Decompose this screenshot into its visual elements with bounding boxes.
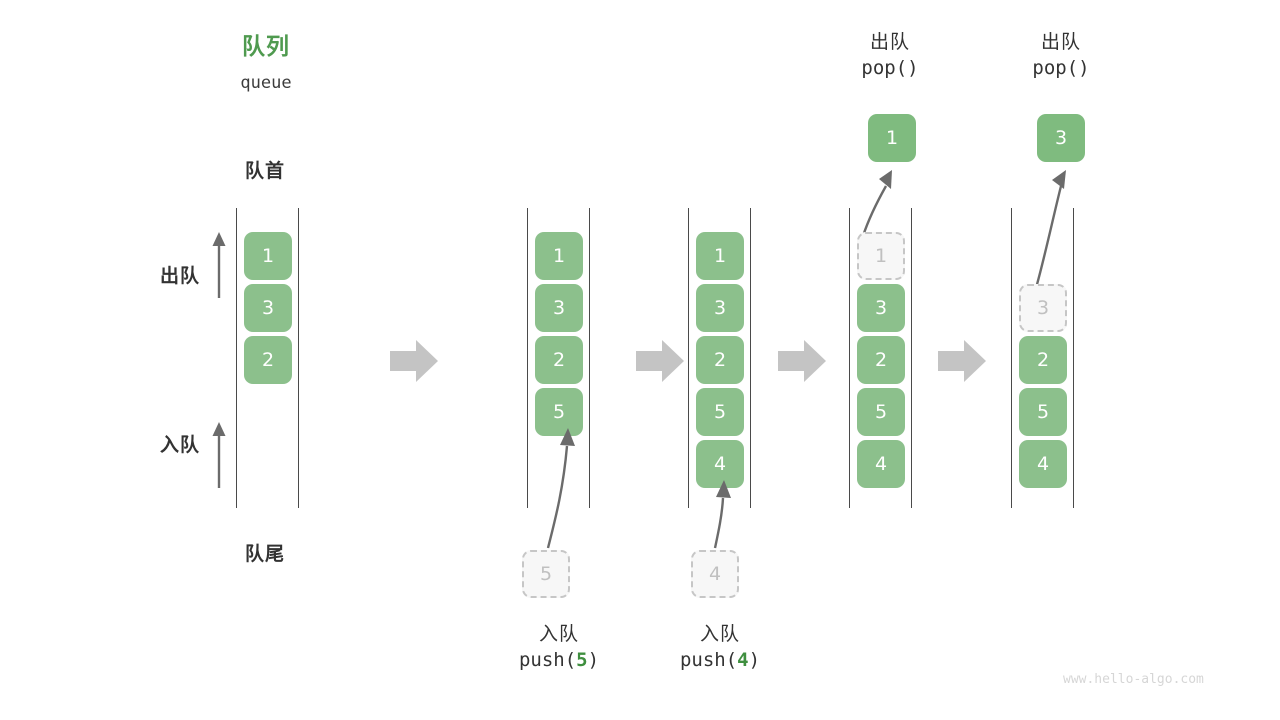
queue-rail-right — [750, 208, 752, 508]
operation-caption-code: pop() — [981, 56, 1141, 82]
operation-caption-cn: 入队 — [699, 623, 740, 645]
transition-arrow-icon — [778, 340, 826, 382]
queue-column-push-4: 1 3 2 5 4 — [688, 208, 752, 508]
push-curve-arrow-icon — [546, 428, 575, 549]
queue-cell: 4 — [696, 440, 744, 488]
queue-rail-left — [527, 208, 529, 508]
queue-column-push-5: 1 3 2 5 — [527, 208, 591, 508]
operation-caption-pop-3: 出队 pop() — [981, 30, 1141, 81]
operation-caption-cn: 出队 — [869, 31, 910, 53]
pop-curve-arrow-icon — [861, 170, 892, 237]
queue-cell: 3 — [244, 284, 292, 332]
operation-caption-cn: 出队 — [1040, 31, 1081, 53]
incoming-ghost-cell: 5 — [522, 550, 570, 598]
code-suffix: ) — [1078, 56, 1090, 79]
queue-column-pop-3: 3 2 5 4 — [1011, 208, 1075, 508]
queue-cell: 2 — [1019, 336, 1067, 384]
code-argument: 4 — [737, 648, 749, 671]
queue-cell: 2 — [244, 336, 292, 384]
operation-caption-code: pop() — [810, 56, 970, 82]
queue-cell: 3 — [857, 284, 905, 332]
queue-cell: 2 — [535, 336, 583, 384]
enqueue-direction-arrow-icon — [212, 422, 226, 488]
queue-cell: 5 — [1019, 388, 1067, 436]
code-prefix: pop( — [1032, 56, 1079, 79]
code-prefix: pop( — [861, 56, 908, 79]
queue-cell: 1 — [696, 232, 744, 280]
queue-rail-right — [1073, 208, 1075, 508]
queue-cell: 3 — [535, 284, 583, 332]
queue-cell: 5 — [535, 388, 583, 436]
queue-head-label: 队首 — [244, 160, 285, 182]
queue-column-initial: 1 3 2 — [236, 208, 300, 508]
operation-caption-code: push(4) — [640, 648, 800, 674]
transition-arrow-icon — [636, 340, 684, 382]
operation-caption-push-4: 入队 push(4) — [640, 622, 800, 673]
operation-caption-pop-1: 出队 pop() — [810, 30, 970, 81]
code-suffix: ) — [907, 56, 919, 79]
queue-cell: 2 — [696, 336, 744, 384]
queue-rail-right — [589, 208, 591, 508]
queue-rail-left — [849, 208, 851, 508]
side-label-enqueue: 入队 — [159, 434, 200, 456]
queue-cell: 2 — [857, 336, 905, 384]
queue-cell: 4 — [1019, 440, 1067, 488]
queue-column-pop-1: 1 3 2 5 4 — [849, 208, 913, 508]
queue-rail-right — [911, 208, 913, 508]
popped-element-cell: 3 — [1037, 114, 1085, 162]
operation-caption-cn: 入队 — [538, 623, 579, 645]
operation-caption-push-5: 入队 push(5) — [479, 622, 639, 673]
queue-cell-ghost: 1 — [857, 232, 905, 280]
transition-arrow-icon — [938, 340, 986, 382]
code-argument: 5 — [576, 648, 588, 671]
queue-cell: 5 — [857, 388, 905, 436]
code-prefix: push( — [518, 648, 577, 671]
code-suffix: ) — [587, 648, 600, 671]
queue-rail-left — [236, 208, 238, 508]
queue-cell: 3 — [696, 284, 744, 332]
popped-element-cell: 1 — [868, 114, 916, 162]
push-curve-arrow-icon — [713, 480, 731, 549]
queue-cell: 1 — [244, 232, 292, 280]
operation-caption-code: push(5) — [479, 648, 639, 674]
transition-arrow-icon — [390, 340, 438, 382]
dequeue-direction-arrow-icon — [212, 232, 226, 298]
queue-rail-right — [298, 208, 300, 508]
pop-curve-arrow-icon — [1034, 170, 1066, 289]
queue-cell: 4 — [857, 440, 905, 488]
queue-cell: 1 — [535, 232, 583, 280]
queue-cell: 5 — [696, 388, 744, 436]
code-prefix: push( — [679, 648, 738, 671]
queue-tail-label: 队尾 — [244, 543, 285, 565]
side-label-dequeue: 出队 — [159, 265, 200, 287]
queue-rail-left — [688, 208, 690, 508]
diagram-title-cn: 队列 — [242, 34, 290, 60]
queue-rail-left — [1011, 208, 1013, 508]
diagram-title-en: queue — [240, 73, 292, 93]
watermark: www.hello-algo.com — [1063, 672, 1204, 687]
incoming-ghost-cell: 4 — [691, 550, 739, 598]
code-suffix: ) — [748, 648, 761, 671]
queue-cell-ghost: 3 — [1019, 284, 1067, 332]
